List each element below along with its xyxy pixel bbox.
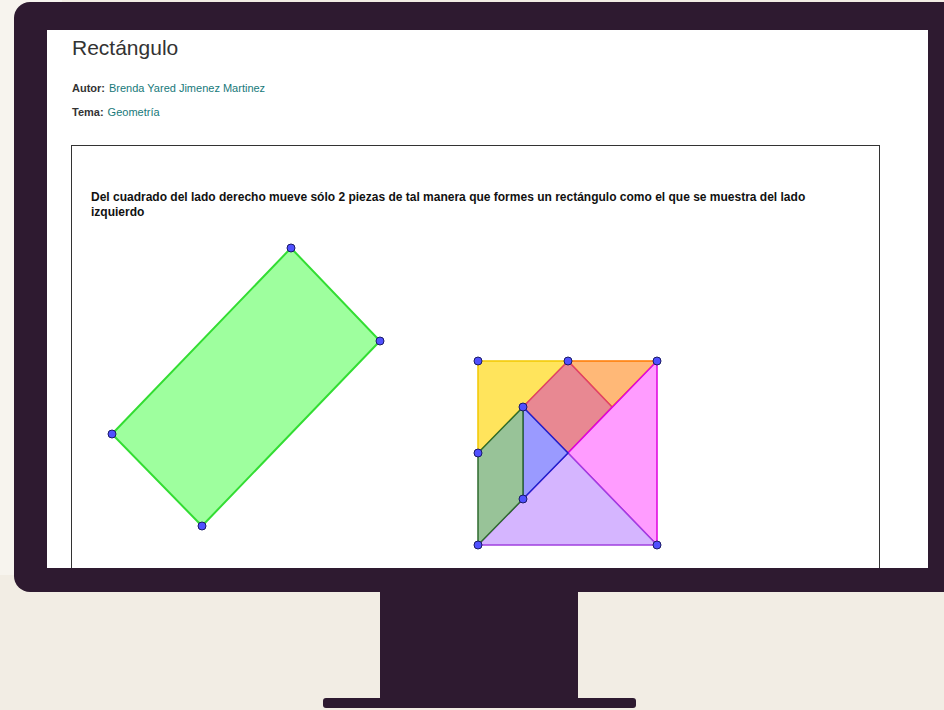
vertex-point — [474, 357, 482, 365]
monitor-frame — [14, 2, 944, 592]
vertex-point — [519, 403, 527, 411]
green-parallelogram — [478, 407, 523, 545]
vertex-point — [564, 357, 572, 365]
vertex-point — [287, 244, 295, 252]
author-link: Brenda Yared Jimenez Martinez — [109, 82, 265, 94]
topic-link: Geometría — [108, 106, 160, 118]
vertex-point — [519, 495, 527, 503]
applet-frame: Del cuadrado del lado derecho mueve sólo… — [71, 145, 880, 568]
vertex-point — [198, 522, 206, 530]
green-rectangle — [112, 248, 380, 526]
vertex-point — [653, 357, 661, 365]
instruction-text: Del cuadrado del lado derecho mueve sólo… — [91, 190, 860, 220]
meta-key: Tema: — [72, 106, 104, 118]
page-title: Rectángulo — [72, 36, 178, 60]
vertex-points — [108, 244, 661, 549]
vertex-point — [108, 430, 116, 438]
geometry-figures — [47, 30, 928, 568]
vertex-point — [653, 541, 661, 549]
vertex-point — [376, 337, 384, 345]
monitor-neck — [380, 590, 578, 702]
vertex-point — [474, 541, 482, 549]
meta-key: Autor: — [72, 82, 105, 94]
monitor-base — [323, 698, 636, 708]
blue-triangle — [523, 407, 568, 499]
vertex-point — [474, 449, 482, 457]
screen: RectánguloAutor: Brenda Yared Jimenez Mar… — [47, 30, 928, 568]
